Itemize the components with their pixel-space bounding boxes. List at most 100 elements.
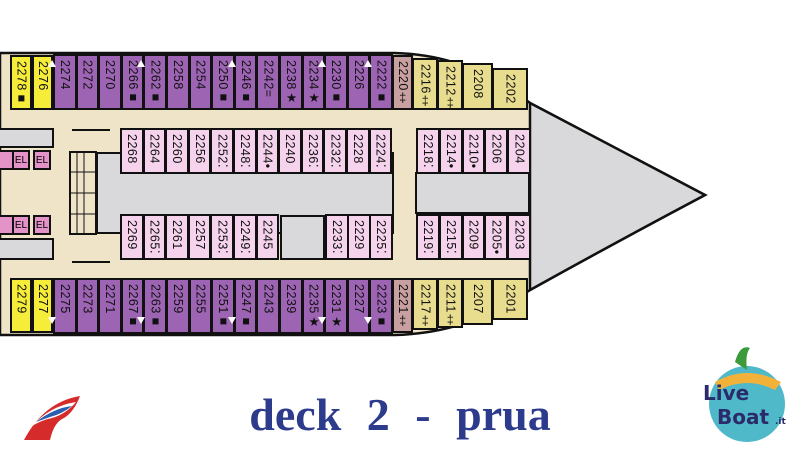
cabin[interactable]: 2243	[256, 278, 280, 334]
connecting-marker-icon	[228, 317, 236, 324]
cabin[interactable]: 2242=	[256, 54, 280, 110]
svg-text:.it: .it	[775, 417, 787, 427]
cabin-number: 2271	[103, 284, 118, 314]
cabin[interactable]: 2277	[32, 278, 53, 333]
cabin[interactable]: 2251■	[211, 278, 235, 334]
cabin[interactable]: 2275	[53, 278, 77, 334]
cabin-number: 2279	[14, 284, 29, 314]
cabin-number: 2233⁚	[330, 220, 345, 255]
cabin-number: 2278■	[14, 61, 29, 106]
cabin[interactable]: 2218⁚	[416, 128, 440, 174]
cabin[interactable]: 2279	[10, 278, 32, 333]
cabin[interactable]: 2230■	[324, 54, 348, 110]
cabin[interactable]: 2214•	[438, 128, 463, 174]
cabin[interactable]: 2212‡	[437, 60, 463, 110]
cabin[interactable]: 2246■	[233, 54, 258, 110]
cabin[interactable]: 2259	[166, 278, 190, 334]
cabin[interactable]: 2236⁚	[300, 128, 325, 174]
cabin-number: 2220‡	[395, 61, 410, 106]
cabin[interactable]: 2204	[507, 128, 531, 174]
cabin[interactable]: 2254	[188, 54, 213, 110]
cabin[interactable]: 2221‡	[392, 278, 413, 333]
cabin[interactable]: 2274	[53, 54, 77, 110]
cabin[interactable]: 2273	[75, 278, 100, 334]
cabin[interactable]: 2257	[187, 214, 212, 260]
cabin[interactable]: 2202	[492, 68, 528, 110]
cabin[interactable]: 2267■	[120, 278, 145, 334]
cabin[interactable]: 2234★	[301, 54, 326, 110]
cabin[interactable]: 2276	[32, 55, 53, 110]
cabin-number: 2273	[80, 284, 95, 314]
service-area	[0, 128, 54, 148]
service-area	[0, 238, 54, 260]
cabin-number: 2227	[351, 284, 366, 314]
cabin[interactable]: 2260	[165, 128, 189, 174]
cabin[interactable]: 2268	[120, 128, 144, 174]
cabin[interactable]: 2278■	[10, 55, 32, 110]
cabin[interactable]: 2255	[188, 278, 213, 334]
cabin[interactable]: 2216‡	[412, 58, 438, 110]
cabin[interactable]: 2224⁚	[368, 128, 393, 174]
cabin-number: 2276	[35, 61, 50, 91]
cabin[interactable]: 2263■	[143, 278, 167, 334]
cabin-number: 2214•	[443, 134, 458, 169]
cabin[interactable]: 2239	[279, 278, 303, 334]
cabin[interactable]: 2262■	[143, 54, 167, 110]
cabin-number: 2245	[260, 220, 275, 250]
cabin[interactable]: 2253⁚	[210, 214, 234, 260]
cabin[interactable]: 2233⁚	[325, 214, 349, 260]
cabin[interactable]: 2210•	[461, 128, 486, 174]
cabin[interactable]: 2207	[462, 278, 493, 325]
cabin[interactable]: 2217‡	[412, 278, 438, 330]
cabin-number: 2242=	[261, 60, 276, 98]
cabin-number: 2257	[192, 220, 207, 250]
cabin[interactable]: 2225⁚	[369, 214, 393, 260]
cabin[interactable]: 2220‡	[392, 55, 413, 110]
cabin[interactable]: 2205•	[484, 214, 509, 260]
cabin[interactable]: 2206	[484, 128, 509, 174]
cabin[interactable]: 2265⁚	[142, 214, 167, 260]
cabin[interactable]: 2272	[75, 54, 100, 110]
cabin[interactable]: 2232⁚	[323, 128, 347, 174]
cabin[interactable]: 2209	[461, 214, 486, 260]
cabin[interactable]: 2208	[462, 63, 493, 110]
cabin-number: 2231★	[329, 284, 344, 330]
cabin[interactable]: 2261	[165, 214, 189, 260]
cabin[interactable]: 2256	[187, 128, 212, 174]
cabin-number: 2247■	[238, 284, 253, 329]
cabin[interactable]: 2211‡	[437, 278, 463, 328]
cabin[interactable]: 2248⁚	[233, 128, 257, 174]
connecting-marker-icon	[364, 317, 372, 324]
cabin[interactable]: 2270	[98, 54, 122, 110]
cabin[interactable]: 2240	[278, 128, 302, 174]
cabin[interactable]: 2258	[166, 54, 190, 110]
cabin[interactable]: 2238★	[279, 54, 303, 110]
cabin-number: 2240	[283, 134, 298, 164]
cabin[interactable]: 2222■	[369, 54, 393, 110]
cabin[interactable]: 2227	[346, 278, 371, 334]
cabin[interactable]: 2244•	[255, 128, 280, 174]
cabin-number: 2266■	[125, 60, 140, 105]
cabin[interactable]: 2252⁚	[210, 128, 234, 174]
cabin[interactable]: 2228	[346, 128, 370, 174]
cabin[interactable]: 2249⁚	[233, 214, 257, 260]
cabin[interactable]: 2269	[120, 214, 144, 260]
cabin[interactable]: 2245	[255, 214, 280, 260]
cabin[interactable]: 2219⁚	[416, 214, 440, 260]
cabin[interactable]: 2235★	[301, 278, 326, 334]
cabin[interactable]: 2247■	[233, 278, 258, 334]
cabin[interactable]: 2201	[492, 278, 528, 320]
cabin-number: 2236⁚	[305, 134, 320, 169]
cabin[interactable]: 2223■	[369, 278, 393, 334]
cabin-number: 2249⁚	[238, 220, 253, 255]
cabin[interactable]: 2203	[507, 214, 531, 260]
cabin[interactable]: 2231★	[324, 278, 348, 334]
cabin-number: 2209	[466, 220, 481, 250]
cabin[interactable]: 2264	[142, 128, 167, 174]
cabin-number: 2202	[503, 74, 518, 104]
cabin[interactable]: 2229	[347, 214, 371, 260]
cabin-number: 2260	[170, 134, 185, 164]
cabin[interactable]: 2215⁚	[438, 214, 463, 260]
cabin[interactable]: 2271	[98, 278, 122, 334]
